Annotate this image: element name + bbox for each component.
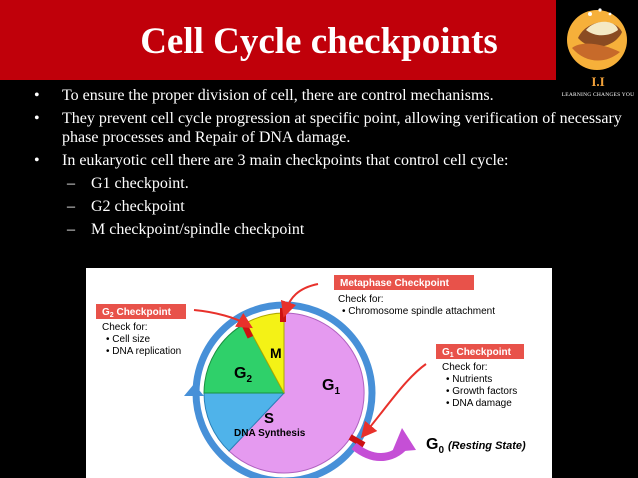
g2-arrow: [193, 309, 253, 329]
bullet-text: In eukaryotic cell there are 3 main chec…: [62, 152, 509, 169]
sub-bullet-text: M checkpoint/spindle checkpoint: [91, 221, 305, 238]
metaphase-checkpoint-title: Metaphase Checkpoint: [340, 278, 450, 289]
sub-bullet-item: – G1 checkpoint.: [34, 174, 624, 193]
bullet-item: • They prevent cell cycle progression at…: [34, 109, 624, 147]
g1-checkpoint-marker: [348, 434, 366, 448]
bullet-list: • To ensure the proper division of cell,…: [34, 86, 624, 243]
phase-g1-label: G1: [322, 377, 340, 397]
g1-check-item: • DNA damage: [446, 398, 512, 409]
bullet-text: To ensure the proper division of cell, t…: [62, 87, 494, 104]
phase-g2-label: G2: [234, 365, 252, 385]
sub-bullet-item: – G2 checkpoint: [34, 197, 624, 216]
bullet-marker: •: [34, 110, 40, 127]
g1-check-item: • Growth factors: [446, 386, 517, 397]
g2-check-for: Check for:: [102, 322, 148, 333]
phase-m-label: M: [270, 345, 282, 361]
g2-checkpoint-title: G2 Checkpoint: [102, 307, 172, 319]
sub-bullet-text: G2 checkpoint: [91, 198, 185, 215]
bullet-marker: •: [34, 87, 40, 104]
phase-s-desc: DNA Synthesis: [234, 428, 306, 439]
cycle-arrowhead: [184, 384, 204, 396]
sub-bullet-marker: –: [67, 221, 75, 238]
g1-check-for: Check for:: [442, 362, 488, 373]
g2-check-item: • DNA replication: [106, 346, 181, 357]
metaphase-check-item: • Chromosome spindle attachment: [342, 306, 495, 317]
slide-title: Cell Cycle checkpoints: [140, 21, 498, 62]
metaphase-arrow: [280, 283, 319, 318]
title-bar: [0, 0, 556, 80]
g1-arrow: [360, 363, 427, 439]
metaphase-checkpoint-title-box: [334, 275, 474, 290]
g0-label: G0(Resting State): [426, 436, 526, 456]
g1-checkpoint-title-box: [436, 344, 524, 359]
logo-mark: I.I: [591, 74, 605, 89]
bullet-item: • In eukaryotic cell there are 3 main ch…: [34, 151, 624, 170]
bullet-text: They prevent cell cycle progression at s…: [62, 110, 622, 146]
g1-check-item: • Nutrients: [446, 374, 492, 385]
logo-tagline: LEARNING CHANGES YOU: [561, 92, 635, 98]
g2-checkpoint-title-box: [96, 304, 186, 319]
g0-arrowhead: [392, 428, 416, 452]
g1-checkpoint-title: G1 Checkpoint: [442, 347, 512, 359]
phase-s-label: S: [264, 410, 274, 427]
g1-sector: [228, 312, 365, 474]
brand-logo: [556, 0, 638, 104]
sub-bullet-item: – M checkpoint/spindle checkpoint: [34, 220, 624, 239]
sub-bullet-text: G1 checkpoint.: [91, 175, 189, 192]
g2-check-item: • Cell size: [106, 334, 151, 345]
bullet-item: • To ensure the proper division of cell,…: [34, 86, 624, 105]
bullet-marker: •: [34, 152, 40, 169]
cell-cycle-diagram: M G2 G1 S DNA Synthesis G0(Resting State…: [86, 268, 552, 478]
sub-bullet-marker: –: [67, 198, 75, 215]
metaphase-check-for: Check for:: [338, 294, 384, 305]
s-sector: [203, 392, 286, 452]
sub-bullet-marker: –: [67, 175, 75, 192]
m-checkpoint-marker: [280, 308, 286, 322]
